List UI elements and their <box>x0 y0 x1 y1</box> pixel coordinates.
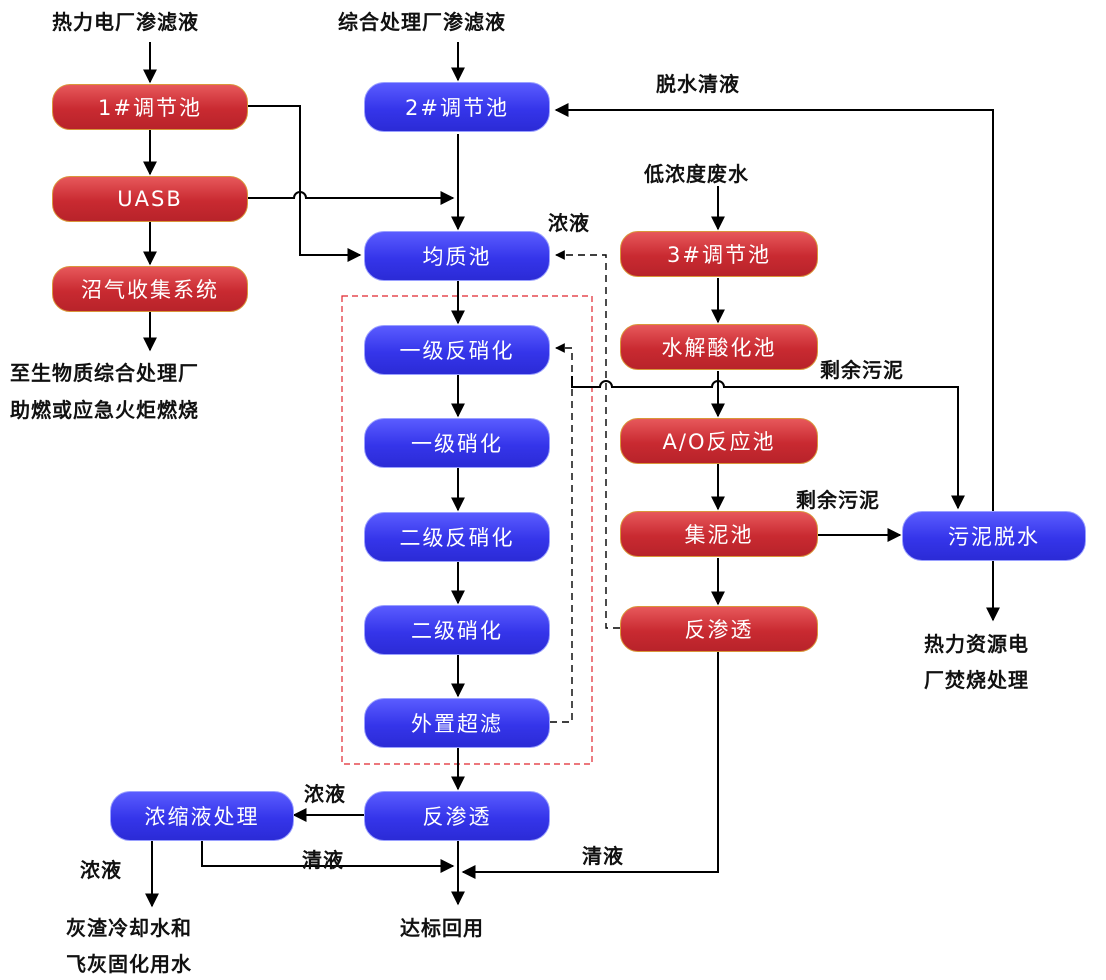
arrow-excess-sludge-to-dewater <box>571 376 965 510</box>
clear-right-label: 清液 <box>582 844 624 868</box>
dewater-node[interactable]: 污泥脱水 <box>902 511 1086 561</box>
biogas-dest-label-2: 助燃或应急火炬燃烧 <box>10 398 199 422</box>
ao-node[interactable]: A/O反应池 <box>620 418 818 464</box>
conc-out-label: 浓液 <box>80 858 122 882</box>
homog-node[interactable]: 均质池 <box>364 231 550 281</box>
sludge-dest-label-2: 厂焚烧处理 <box>924 668 1029 692</box>
src-integrated-label: 综合处理厂渗滤液 <box>338 10 506 34</box>
biogas-node[interactable]: 沼气收集系统 <box>52 266 248 312</box>
arrow-tank1-to-homog <box>248 105 362 262</box>
low-conc-label: 低浓度废水 <box>644 162 749 186</box>
tank2-node[interactable]: 2#调节池 <box>364 82 550 132</box>
nit1-node[interactable]: 一级硝化 <box>364 418 550 468</box>
denit2-node[interactable]: 二级反硝化 <box>364 512 550 562</box>
tank1-node[interactable]: 1#调节池 <box>52 84 248 130</box>
clear-left-label: 清液 <box>302 848 344 872</box>
arrow-uasb-to-homog-line <box>248 191 455 205</box>
src-power-label: 热力电厂渗滤液 <box>52 10 199 34</box>
hydrolysis-node[interactable]: 水解酸化池 <box>620 324 818 370</box>
denit1-node[interactable]: 一级反硝化 <box>364 325 550 375</box>
arrow-dewater-liquid-to-tank2 <box>554 103 994 511</box>
uf-node[interactable]: 外置超滤 <box>364 698 550 748</box>
dewater-liquid-label: 脱水清液 <box>656 72 740 96</box>
tank3-node[interactable]: 3#调节池 <box>620 231 818 277</box>
uasb-node[interactable]: UASB <box>52 176 248 222</box>
arrow-right-ro-clear-to-reuse <box>461 652 719 879</box>
arrow-conc-clear-to-reuse <box>201 839 455 873</box>
sludge-tank-node[interactable]: 集泥池 <box>620 511 818 557</box>
ash-label-1: 灰渣冷却水和 <box>66 916 192 940</box>
dashed-uf-return-to-denit1 <box>550 343 573 723</box>
nit2-node[interactable]: 二级硝化 <box>364 605 550 655</box>
sludge-dest-label-1: 热力资源电 <box>924 632 1029 656</box>
excess-sludge-label-2: 剩余污泥 <box>796 488 880 512</box>
ash-label-2: 飞灰固化用水 <box>66 952 192 976</box>
ro-right-node[interactable]: 反渗透 <box>620 606 818 652</box>
ro-left-node[interactable]: 反渗透 <box>364 791 550 841</box>
nitrification-group-box <box>341 295 593 765</box>
conc-to-homog-label: 浓液 <box>548 211 590 235</box>
excess-sludge-label-1: 剩余污泥 <box>820 358 904 382</box>
conc-node[interactable]: 浓缩液处理 <box>110 791 294 841</box>
biogas-dest-label-1: 至生物质综合处理厂 <box>10 361 199 385</box>
ro-conc-label: 浓液 <box>304 782 346 806</box>
reuse-label: 达标回用 <box>400 916 484 940</box>
dashed-ro-conc-to-homog <box>555 250 620 629</box>
